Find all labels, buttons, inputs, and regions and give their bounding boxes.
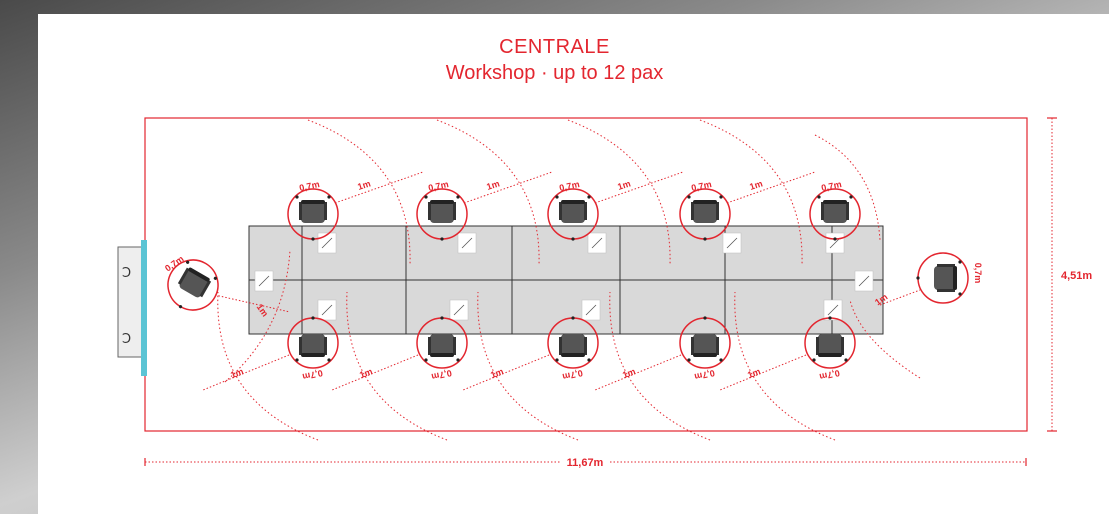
distance-label-bottom-2: 1m	[358, 366, 374, 380]
chair-top-4	[679, 188, 731, 241]
radius-label-top-5: 0,7m	[820, 179, 842, 193]
arc-end-left	[224, 249, 291, 383]
screen-bar	[141, 240, 147, 376]
radius-label-end-right: 0,7m	[973, 263, 983, 284]
paper-pad-5	[825, 232, 845, 254]
paper-pad-11	[854, 270, 874, 292]
distance-line-bottom-1	[202, 354, 290, 391]
width-label: 11,67m	[567, 457, 604, 469]
distance-label-top-3: 1m	[616, 178, 631, 192]
chair-end-left	[167, 259, 219, 311]
radius-label-top-2: 0,7m	[427, 179, 449, 193]
chair-top-5	[809, 188, 861, 241]
paper-pad-10	[254, 270, 274, 292]
distance-line-bottom-4	[594, 354, 682, 391]
distance-label-bottom-1: 1m	[229, 366, 245, 380]
distance-line-top-2	[463, 171, 553, 204]
distance-label-top-1: 1m	[356, 178, 371, 192]
paper-pad-7	[449, 299, 469, 321]
radius-label-bottom-3: 0,7m	[562, 368, 584, 382]
screen-icon-bottom: Ↄ	[122, 332, 131, 347]
width-dimension: 11,67m	[144, 457, 1027, 469]
paper-pad-2	[457, 232, 477, 254]
distance-line-top-1	[334, 171, 424, 204]
chair-top-1	[287, 188, 339, 241]
arc-end-right	[849, 299, 921, 379]
table-pads	[254, 232, 874, 321]
room-name: CENTRALE	[499, 36, 610, 58]
paper-pad-6	[317, 299, 337, 321]
distance-label-top-4: 1m	[748, 178, 763, 192]
chair-bottom-2	[416, 316, 468, 369]
distance-line-top-4	[726, 171, 816, 204]
distance-line-bottom-2	[331, 354, 419, 391]
chair-bottom-4	[679, 316, 731, 369]
paper-pad-8	[581, 299, 601, 321]
screen-unit	[117, 246, 145, 358]
radius-label-top-1: 0,7m	[298, 179, 320, 193]
radius-label-top-4: 0,7m	[690, 179, 712, 193]
depth-dimension: 4,51m	[1047, 117, 1092, 432]
distance-line-top-3	[594, 171, 684, 204]
distance-label-top-2: 1m	[485, 178, 500, 192]
radius-label-bottom-5: 0,7m	[819, 368, 841, 382]
radius-label-bottom-1: 0,7m	[302, 368, 324, 382]
radius-label-end-left: 0,7m	[163, 254, 186, 274]
paper-pad-1	[317, 232, 337, 254]
chair-bottom-1	[287, 316, 339, 369]
table-block	[248, 225, 884, 335]
paper-pad-3	[587, 232, 607, 254]
depth-label: 4,51m	[1061, 270, 1092, 282]
distance-label-bottom-5: 1m	[746, 366, 762, 380]
paper-pad-4	[722, 232, 742, 254]
distance-line-bottom-5	[719, 354, 807, 391]
radius-label-bottom-4: 0,7m	[694, 368, 716, 382]
radius-label-bottom-2: 0,7m	[431, 368, 453, 382]
room-subtitle: Workshop · up to 12 pax	[445, 62, 664, 84]
distance-label-bottom-4: 1m	[621, 366, 637, 380]
chair-end-right	[916, 252, 969, 304]
paper-pad-9	[823, 299, 843, 321]
chair-top-2	[416, 188, 468, 241]
screen-icon-top: Ↄ	[122, 266, 131, 281]
distance-line-end-left	[214, 294, 291, 313]
chair-bottom-3	[547, 316, 599, 369]
chairs-group: 0,7m 0,7m 0,7m 0,7m 0,7m 0,7m 0,7m 0,7m 0,7m 0,7m…	[163, 179, 983, 382]
distance-label-bottom-3: 1m	[489, 366, 505, 380]
chair-bottom-5	[804, 316, 856, 369]
chair-top-3	[547, 188, 599, 241]
radius-label-top-3: 0,7m	[558, 179, 580, 193]
distance-line-bottom-3	[462, 354, 550, 391]
distance-line-end-right	[879, 289, 921, 306]
